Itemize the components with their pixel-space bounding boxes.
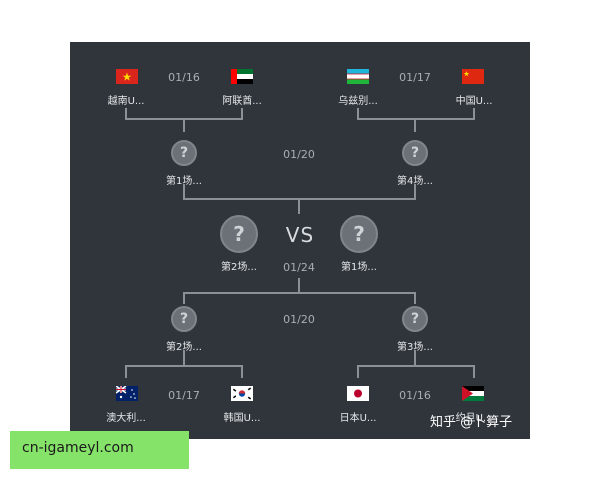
japan-flag-icon — [347, 386, 369, 401]
team-name[interactable]: 韩国U... — [223, 413, 261, 424]
bracket-connector-bottom-right — [357, 365, 475, 378]
bracket-connector-qf-bottom — [183, 292, 416, 304]
bracket-lines — [125, 108, 475, 378]
match-date: 01/24 — [283, 261, 315, 274]
team-name[interactable]: 约旦U... — [455, 413, 493, 424]
question-mark-icon[interactable]: ? — [340, 215, 378, 253]
team-name[interactable]: 日本U... — [339, 413, 377, 424]
tournament-bracket-panel: 01/16 越南U... 阿联酋... 01/17 乌兹别... 中国U... … — [70, 42, 530, 439]
vietnam-flag-icon — [116, 69, 138, 84]
china-flag-icon — [462, 69, 484, 84]
zhihu-watermark: 知乎 @卜算子 — [430, 415, 513, 430]
question-mark-icon[interactable]: ? — [171, 140, 197, 166]
site-url-banner[interactable]: cn-igameyl.com — [10, 431, 189, 469]
match-date: 01/20 — [283, 313, 315, 326]
match-date: 01/20 — [283, 148, 315, 161]
match-date: 01/17 — [399, 71, 431, 84]
australia-flag-icon — [116, 386, 138, 401]
match-placeholder-label[interactable]: 第1场... — [166, 176, 202, 187]
match-date: 01/16 — [399, 389, 431, 402]
match-placeholder-label[interactable]: 第2场... — [166, 342, 202, 353]
jordan-flag-icon — [462, 386, 484, 401]
team-name[interactable]: 乌兹别... — [338, 96, 378, 107]
match-date: 01/17 — [168, 389, 200, 402]
bracket-connector-top-left — [125, 108, 243, 120]
team-name[interactable]: 中国U... — [455, 96, 493, 107]
match-placeholder-label[interactable]: 第4场... — [397, 176, 433, 187]
uzbekistan-flag-icon — [347, 69, 369, 84]
question-mark-icon[interactable]: ? — [402, 140, 428, 166]
match-date: 01/16 — [168, 71, 200, 84]
question-mark-icon[interactable]: ? — [402, 306, 428, 332]
site-url-text[interactable]: cn-igameyl.com — [22, 440, 134, 456]
uae-flag-icon — [231, 69, 253, 84]
bracket-connector-bottom-left — [125, 365, 243, 378]
bracket-connector-top-right — [357, 108, 475, 120]
question-mark-icon[interactable]: ? — [220, 215, 258, 253]
match-placeholder-label[interactable]: 第3场... — [397, 342, 433, 353]
versus-label: VS — [285, 223, 315, 247]
team-name[interactable]: 澳大利... — [106, 413, 146, 424]
question-mark-icon[interactable]: ? — [171, 306, 197, 332]
team-name[interactable]: 越南U... — [107, 96, 145, 107]
south-korea-flag-icon — [231, 386, 253, 401]
team-name[interactable]: 阿联酋... — [222, 96, 262, 107]
match-placeholder-label[interactable]: 第2场... — [221, 262, 257, 273]
bracket-connector-qf-top — [183, 184, 416, 200]
match-placeholder-label[interactable]: 第1场... — [341, 262, 377, 273]
